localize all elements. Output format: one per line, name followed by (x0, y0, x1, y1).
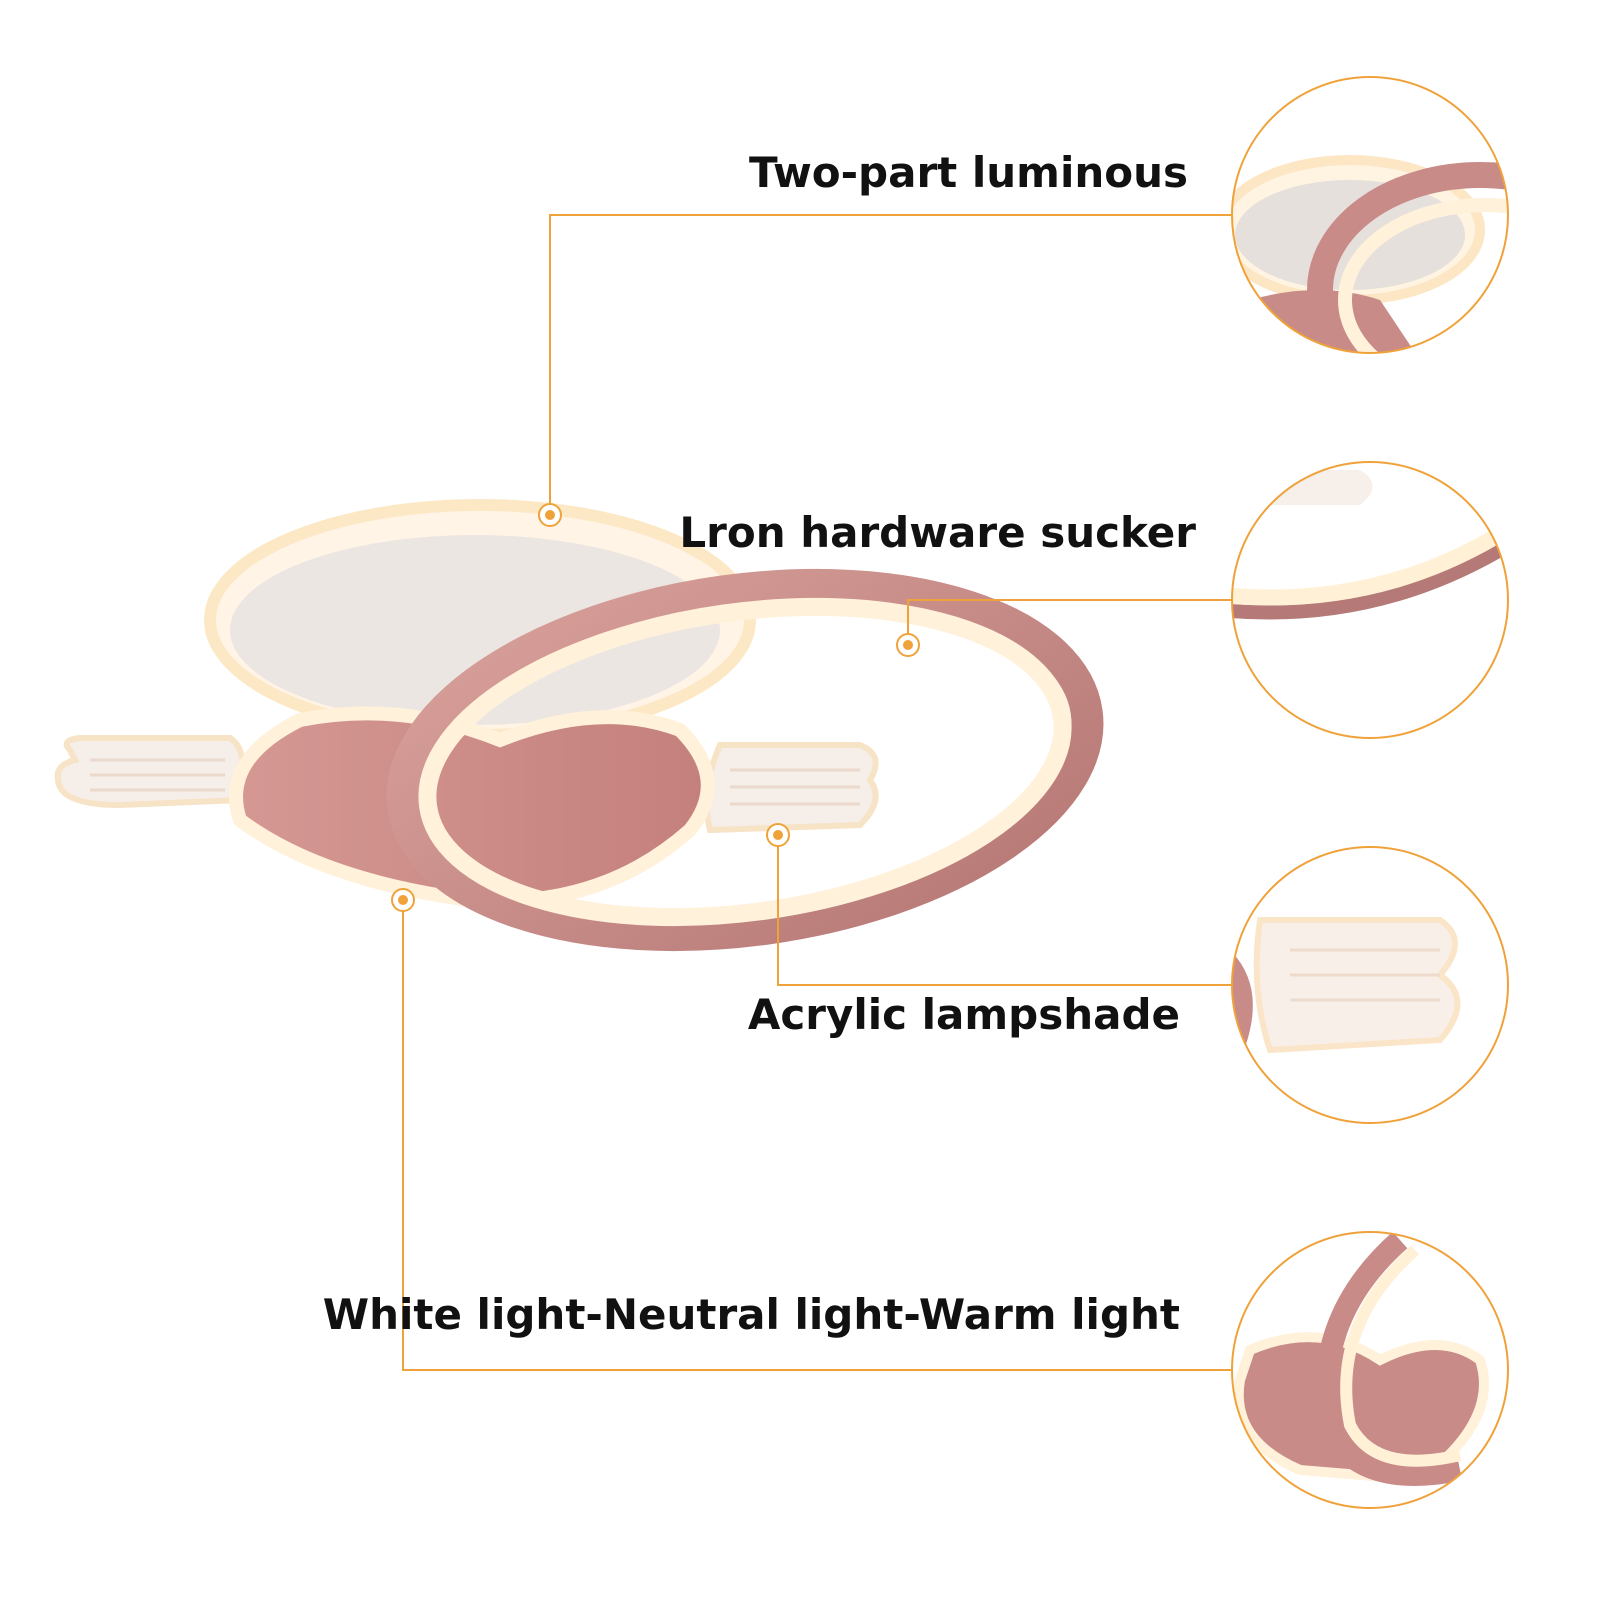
callout-dots (391, 503, 920, 912)
detail-circle-luminous (1231, 76, 1509, 354)
callout-line-luminous (549, 214, 1232, 515)
detail-circle-lampshade (1231, 846, 1509, 1124)
callout-line-lampshade (777, 835, 1232, 986)
label-iron-hardware-sucker: Lron hardware sucker (679, 508, 1196, 557)
detail-circle-sucker (1231, 461, 1509, 739)
lamp-illustration (54, 499, 1104, 952)
pink-heart-shape (229, 706, 715, 909)
callout-line-sucker (907, 599, 1232, 645)
pink-ring-outer (386, 568, 1104, 952)
detail-circle-light (1231, 1231, 1509, 1509)
right-wing-shape (703, 742, 879, 834)
callout-line-light (402, 900, 1232, 1371)
left-wing-shape (54, 735, 247, 809)
callout-dot-light (391, 888, 415, 912)
callout-dot-sucker (896, 633, 920, 657)
back-disc (230, 535, 720, 725)
label-acrylic-lampshade: Acrylic lampshade (747, 990, 1180, 1039)
label-two-part-luminous: Two-part luminous (748, 148, 1188, 197)
pink-ring-glow (418, 597, 1072, 927)
label-light-modes: White light-Neutral light-Warm light (322, 1290, 1180, 1339)
callout-dot-luminous (538, 503, 562, 527)
callout-lines (402, 214, 1232, 1371)
callout-dot-lampshade (766, 823, 790, 847)
